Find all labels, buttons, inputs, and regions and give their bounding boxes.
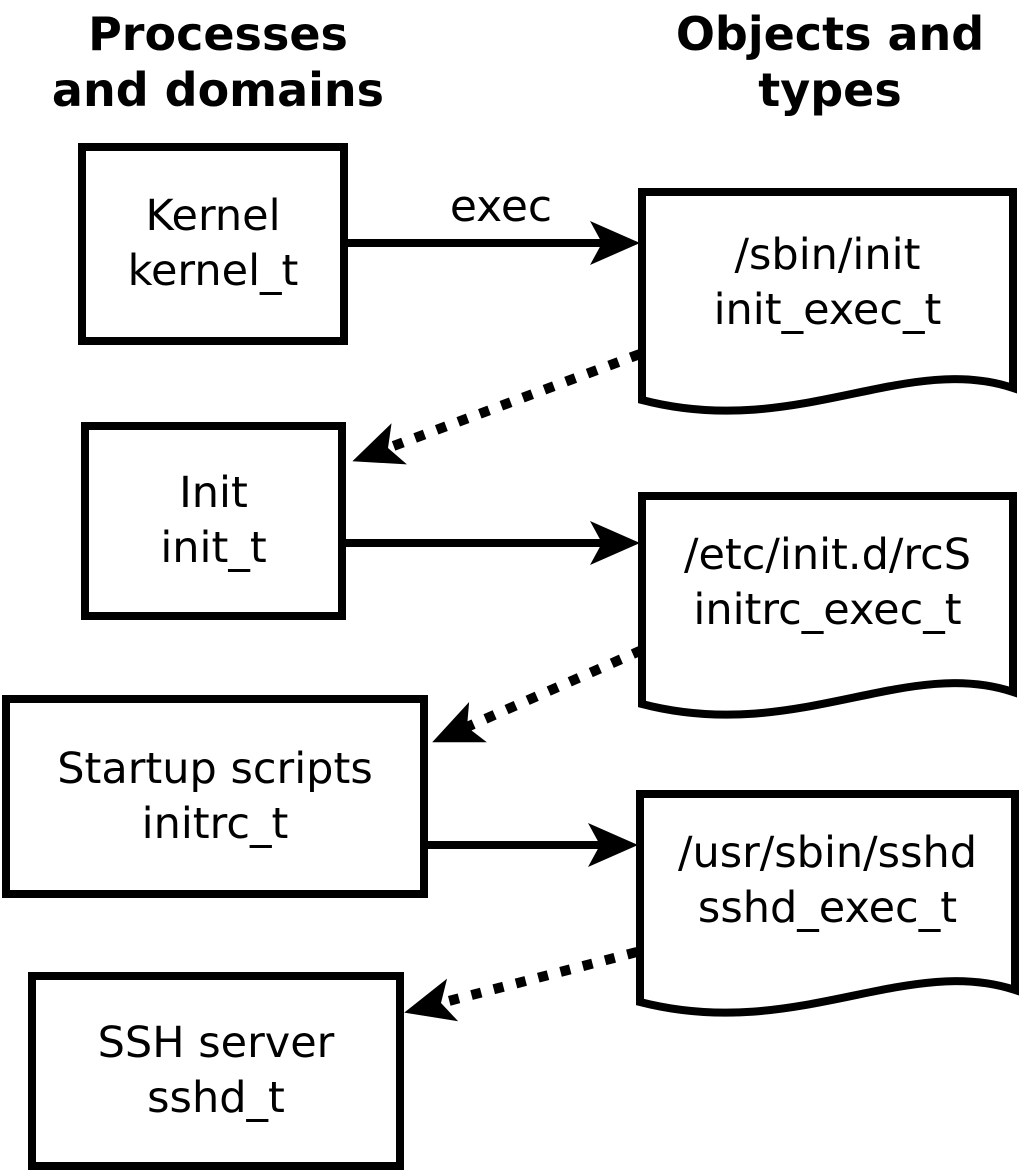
object-label-sshd-exec: /usr/sbin/sshd sshd_exec_t — [640, 826, 1015, 936]
exec-arrow-label: exec — [449, 181, 553, 232]
process-label-init: Init init_t — [85, 466, 342, 576]
process-box-init — [81, 422, 346, 620]
process-type: kernel_t — [127, 246, 299, 296]
process-name: Kernel — [145, 191, 281, 241]
object-path: /etc/init.d/rcS — [683, 530, 972, 580]
transition-arrow-init-exec-to-init — [352, 349, 642, 465]
column-header-objects-line1: Objects and — [675, 7, 985, 61]
object-type: initrc_exec_t — [693, 585, 962, 635]
object-doc-init-exec — [638, 188, 1017, 415]
column-header-processes-line2: and domains — [51, 63, 385, 117]
column-header-processes: Processes and domains — [18, 6, 418, 118]
process-label-startup-scripts: Startup scripts initrc_t — [6, 742, 424, 852]
process-box-startup-scripts — [2, 695, 428, 898]
object-path: /usr/sbin/sshd — [677, 828, 978, 878]
object-type: sshd_exec_t — [697, 883, 958, 933]
process-name: Init — [179, 468, 248, 518]
process-name: SSH server — [97, 1018, 335, 1068]
process-box-ssh-server — [28, 972, 404, 1170]
process-type: sshd_t — [147, 1073, 285, 1123]
process-type: initrc_t — [141, 799, 289, 849]
process-name: Startup scripts — [57, 744, 373, 794]
process-type: init_t — [160, 523, 267, 573]
object-type: init_exec_t — [713, 285, 942, 335]
column-header-objects-line2: types — [758, 63, 902, 117]
process-box-kernel — [78, 143, 348, 345]
object-label-init-exec: /sbin/init init_exec_t — [642, 228, 1013, 338]
object-path: /sbin/init — [734, 230, 921, 280]
object-doc-initrc-exec — [638, 492, 1017, 719]
transition-arrow-initrc-exec-to-initrc — [432, 645, 645, 743]
object-label-initrc-exec: /etc/init.d/rcS initrc_exec_t — [642, 528, 1013, 638]
process-label-ssh-server: SSH server sshd_t — [32, 1016, 400, 1126]
object-doc-sshd-exec — [636, 790, 1019, 1017]
column-header-objects: Objects and types — [630, 6, 1024, 118]
column-header-processes-line1: Processes — [88, 7, 348, 61]
process-label-kernel: Kernel kernel_t — [82, 189, 344, 299]
transition-arrow-sshd-exec-to-sshd — [404, 947, 639, 1022]
